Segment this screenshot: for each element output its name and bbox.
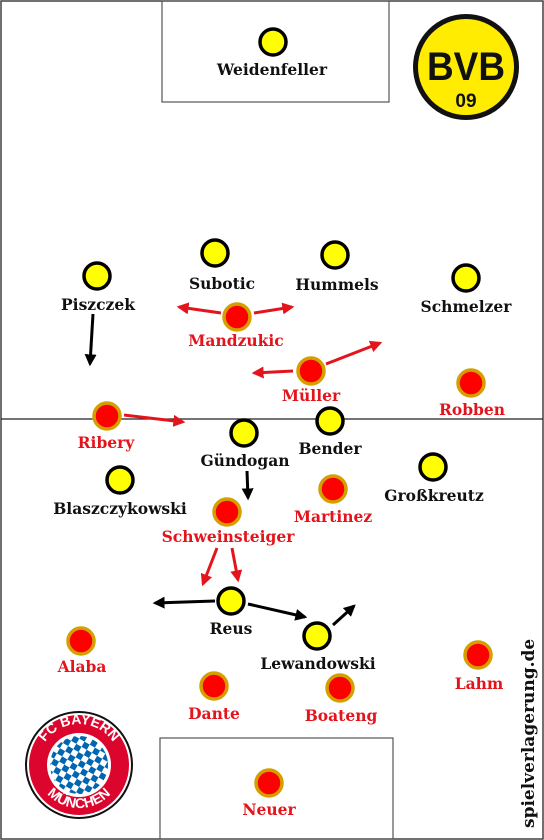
arrow-mandzukic-left [176, 302, 222, 315]
player-name: Neuer [242, 800, 296, 819]
arrow-mandzukic-right [253, 302, 295, 315]
player-subotic: Subotic [189, 238, 255, 293]
player-name: Lewandowski [260, 654, 375, 673]
bvb-logo: BVB 09 [413, 14, 519, 120]
bvb-logo-number: 09 [455, 91, 476, 112]
player-name: Dante [188, 704, 240, 723]
player-marker [105, 465, 135, 495]
player-lahm: Lahm [455, 640, 504, 693]
player-marker [199, 671, 229, 701]
player-name: Weidenfeller [216, 60, 328, 79]
player-dante: Dante [188, 671, 240, 723]
arrow-gundogan [241, 470, 254, 501]
player-grosskreutz: Großkreutz [384, 452, 484, 505]
player-name: Hummels [295, 275, 378, 294]
player-marker [229, 418, 259, 448]
player-marker [315, 406, 345, 436]
player-marker [92, 401, 122, 431]
top-goal-area [161, 0, 390, 103]
player-mandzukic: Mandzukic [188, 302, 284, 350]
arrow-schweinsteiger-left [200, 547, 219, 587]
player-boateng: Boateng [305, 673, 378, 725]
player-reus: Reus [210, 586, 253, 638]
player-name: Schmelzer [421, 297, 513, 316]
player-name: Lahm [455, 674, 504, 693]
arrow-muller-right [325, 340, 383, 366]
watermark: spielverlagerung.de [519, 639, 539, 828]
player-muller: Müller [282, 356, 341, 405]
player-alaba: Alaba [57, 626, 107, 676]
player-marker [451, 263, 481, 293]
player-marker [200, 238, 230, 268]
player-marker [82, 261, 112, 291]
player-name: Boateng [305, 706, 378, 725]
arrow-schweinsteiger-right [230, 547, 243, 583]
player-name: Bender [298, 439, 362, 458]
arrow-piszczek [84, 313, 97, 367]
player-name: Großkreutz [384, 486, 484, 505]
player-marker [66, 626, 96, 656]
player-ribery: Ribery [78, 401, 136, 452]
player-schweinsteiger: Schweinsteiger [162, 497, 296, 546]
player-piszczek: Piszczek [61, 261, 135, 314]
bvb-logo-letters: BVB [427, 45, 505, 89]
player-lewandowski: Lewandowski [260, 621, 376, 673]
player-marker [216, 586, 246, 616]
player-name: Reus [210, 619, 253, 638]
player-weidenfeller: Weidenfeller [216, 27, 328, 79]
movement-arrows [84, 302, 383, 627]
player-marker [320, 240, 350, 270]
player-marker [222, 302, 252, 332]
player-neuer: Neuer [242, 768, 296, 819]
player-name: Ribery [78, 433, 136, 452]
player-marker [325, 673, 355, 703]
player-blaszczykowski: Blaszczykowski [53, 465, 187, 518]
player-name: Martinez [294, 507, 373, 526]
player-marker [318, 474, 348, 504]
player-marker [463, 640, 493, 670]
player-name: Gündogan [200, 451, 289, 470]
player-name: Schweinsteiger [162, 527, 296, 546]
player-name: Piszczek [61, 295, 135, 314]
arrow-reus-right [247, 602, 308, 621]
fcb-logo: FC BAYERN MÜNCHEN [25, 711, 133, 819]
arrow-ribery [123, 413, 186, 427]
player-marker [258, 27, 288, 57]
player-name: Robben [439, 400, 505, 419]
player-name: Blaszczykowski [53, 499, 187, 518]
player-marker [418, 452, 448, 482]
fcb-players: Mandzukic Müller Robben Ribery Martinez … [57, 302, 505, 819]
player-marker [296, 356, 326, 386]
player-marker [254, 768, 284, 798]
player-name: Subotic [189, 274, 255, 293]
arrow-muller-left [251, 366, 294, 379]
player-hummels: Hummels [295, 240, 379, 294]
player-marker [456, 368, 486, 398]
player-martinez: Martinez [294, 474, 373, 526]
player-gundogan: Gündogan [200, 418, 290, 470]
bottom-goal-area [159, 737, 394, 840]
player-name: Müller [282, 386, 341, 405]
bvb-players: Weidenfeller Subotic Hummels Piszczek Sc… [53, 27, 513, 673]
player-marker [302, 621, 332, 651]
player-schmelzer: Schmelzer [421, 263, 513, 316]
player-bender: Bender [298, 406, 362, 458]
arrow-lewandowski [331, 604, 356, 627]
arrow-reus-left [152, 596, 216, 609]
player-name: Alaba [57, 657, 107, 676]
player-marker [212, 497, 242, 527]
player-name: Mandzukic [188, 331, 283, 350]
player-robben: Robben [439, 368, 505, 419]
